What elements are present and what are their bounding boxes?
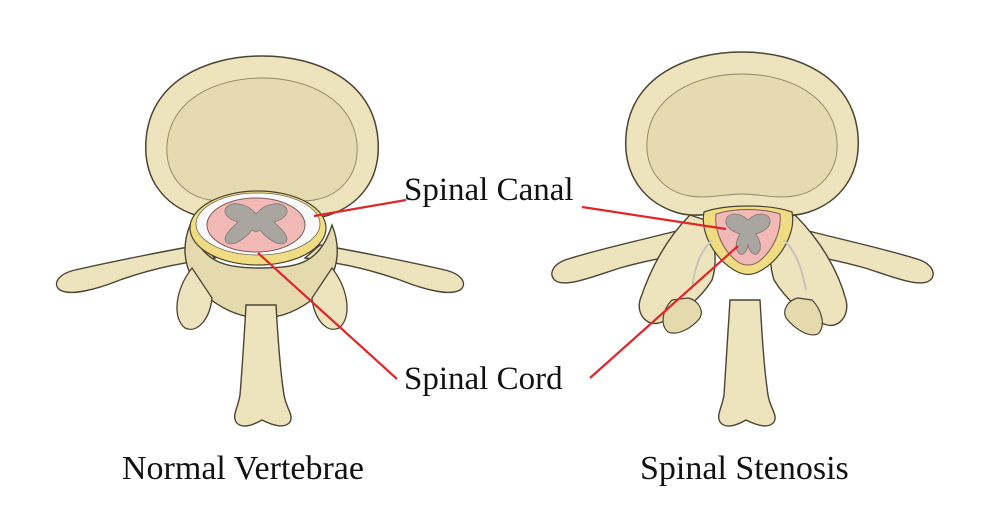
normal-spinous-process — [233, 304, 292, 427]
normal-right-transverse-process — [303, 244, 465, 294]
normal-right-articular-process — [311, 266, 348, 330]
canal-pointer-left — [313, 198, 407, 218]
normal-left-transverse-process — [55, 244, 217, 294]
stenosis-right-nerve-root — [783, 239, 807, 291]
stenosis-left-facet-lower — [662, 297, 702, 334]
normal-left-articular-process — [176, 266, 213, 330]
stenosis-left-transverse-process — [551, 229, 697, 284]
cord-pointer-left — [257, 252, 398, 380]
spinal-canal-label: Spinal Canal — [404, 172, 574, 208]
stenosis-vertebral-body-inner — [646, 73, 838, 198]
stenosis-left-nerve-root — [691, 239, 713, 291]
stenosis-vertebra — [551, 51, 934, 427]
normal-vertebrae-caption: Normal Vertebrae — [122, 450, 364, 487]
spinal-stenosis-caption: Spinal Stenosis — [640, 450, 849, 487]
normal-gray-matter — [224, 203, 288, 245]
stenosis-spinous-process — [717, 299, 776, 427]
spinal-cord-label: Spinal Cord — [404, 361, 563, 397]
stenosis-right-facet-lower — [784, 297, 823, 336]
stenosis-right-transverse-process — [788, 229, 934, 284]
pointer-lines — [257, 198, 739, 380]
cord-pointer-right — [589, 245, 739, 379]
normal-vertebral-body-inner — [166, 77, 358, 202]
stenosis-gray-matter — [725, 213, 771, 255]
stenosis-left-facet-overgrowth — [638, 214, 716, 325]
normal-vertebra — [55, 55, 465, 427]
canal-pointer-right — [581, 205, 727, 231]
